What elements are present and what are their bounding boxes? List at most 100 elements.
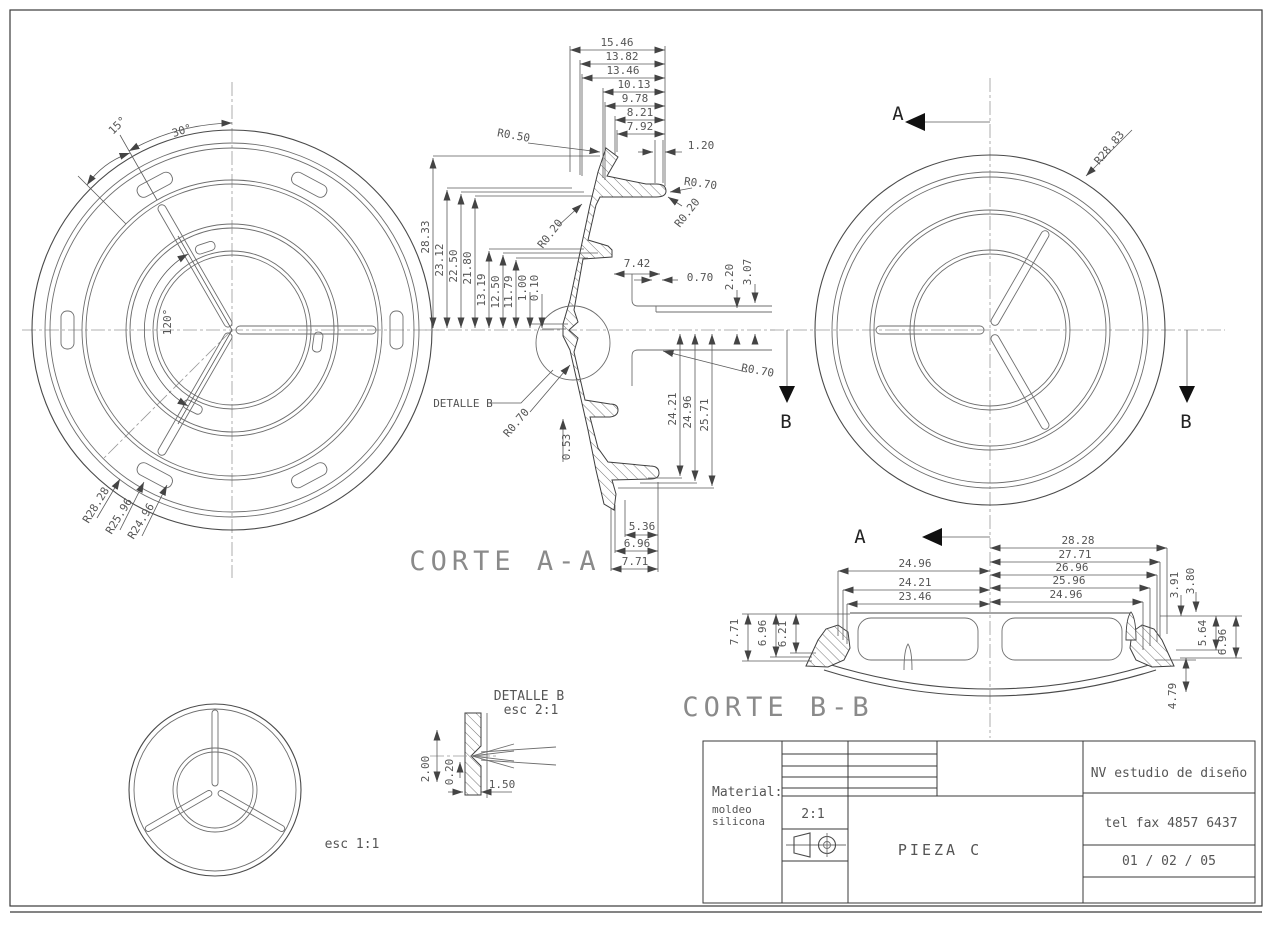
angle-dim-15: 15° xyxy=(106,114,129,137)
dim-label: 0.10 xyxy=(528,275,541,302)
detalle-b-view: DETALLE B esc 2:1 2.00 0.20 1.50 xyxy=(419,689,564,798)
dim-label: 24.96 xyxy=(1049,588,1082,601)
section-label-b: B xyxy=(780,411,791,433)
dim-label: 3.07 xyxy=(741,259,754,286)
radius-dim: R0.70 xyxy=(501,406,532,440)
section-plane-a: A A xyxy=(854,103,990,548)
contact-info: tel fax 4857 6437 xyxy=(1104,816,1237,831)
dim-label: 28.28 xyxy=(1061,534,1094,547)
dim-label: 5.36 xyxy=(629,520,656,533)
front-view-radius-dims: R28.28 R25.96 R24.96 xyxy=(80,478,168,541)
radius-dim: R28.28 xyxy=(80,485,112,526)
radius-dim: R0.20 xyxy=(535,217,566,251)
corte-aa-hub-lines xyxy=(631,274,772,386)
section-label-a: A xyxy=(892,103,904,125)
dim-label: 0.53 xyxy=(560,434,573,461)
dim-label: 6.21 xyxy=(776,621,789,648)
corte-aa-title: CORTE A-A xyxy=(409,546,600,577)
front-view-inner-slots xyxy=(182,240,324,415)
small-view-scale: esc 1:1 xyxy=(325,837,380,852)
corte-bb-left-vert-dims: 7.71 6.96 6.21 xyxy=(728,613,850,662)
corte-bb-left-top-dims: 24.96 24.21 23.46 xyxy=(837,557,990,644)
dim-label: 7.71 xyxy=(622,555,649,568)
corte-bb-right-top-dims: 28.28 27.71 26.96 25.96 24.96 3.91 3.80 xyxy=(990,534,1200,650)
corte-bb-left-lump xyxy=(805,624,851,668)
top-view: R28.83 A A B B xyxy=(770,78,1225,548)
section-arrow-b-left xyxy=(779,386,795,403)
angle-dim-30: 30° xyxy=(170,121,193,140)
corte-bb-rib xyxy=(1125,611,1137,641)
dim-label: 2.00 xyxy=(419,756,432,783)
dim-label: 25.96 xyxy=(1052,574,1085,587)
front-view: 15° 30° 120° R28.28 R25.96 R24.96 xyxy=(22,82,442,578)
dim-label: 1.50 xyxy=(489,778,516,791)
section-plane-b: B B xyxy=(779,330,1195,433)
corte-aa-profile xyxy=(562,147,667,511)
dim-label: 5.64 xyxy=(1196,619,1209,646)
scale-value: 2:1 xyxy=(801,807,824,822)
dim-label: 23.12 xyxy=(433,243,446,276)
material-value-line2: silicona xyxy=(712,815,765,828)
dim-label: 7.71 xyxy=(728,619,741,646)
dim-label: 7.92 xyxy=(627,120,654,133)
detalle-b-fan-lines xyxy=(471,743,557,769)
dim-label: 6.96 xyxy=(624,537,651,550)
dim-label: 25.71 xyxy=(698,398,711,431)
angle-dim-120: 120° xyxy=(161,309,174,336)
section-arrow-a-bottom xyxy=(922,528,942,546)
dim-label: 24.96 xyxy=(681,395,694,428)
corte-aa-top-dims: 15.46 13.82 13.46 10.13 9.78 8.21 7.92 1… xyxy=(569,36,715,186)
radius-dim: R28.83 xyxy=(1092,128,1128,167)
dim-label: 6.96 xyxy=(1216,629,1229,656)
detalle-b-title: DETALLE B xyxy=(494,689,565,704)
sheet-frame xyxy=(9,9,1263,913)
corte-aa-left-dims: 28.33 23.12 22.50 21.80 13.19 12.50 11.7… xyxy=(419,155,600,330)
dim-label: 23.46 xyxy=(898,590,931,603)
radius-dim: R0.70 xyxy=(740,361,775,380)
detalle-b-dims: 2.00 0.20 1.50 xyxy=(419,730,516,796)
small-view-rings xyxy=(128,703,302,877)
front-view-outer-slots xyxy=(60,171,404,489)
dim-label: 2.20 xyxy=(723,264,736,291)
small-view: esc 1:1 xyxy=(128,703,380,877)
dim-label: 15.46 xyxy=(600,36,633,49)
top-view-spokes xyxy=(875,230,1050,430)
corte-bb-geometry xyxy=(805,611,1175,697)
projection-symbol-icon xyxy=(786,832,846,858)
corte-bb-right-vert-dims: 5.64 6.96 4.79 xyxy=(1155,615,1242,710)
dim-label: 4.79 xyxy=(1166,683,1179,710)
detalle-b-wall xyxy=(464,712,482,796)
dim-label: 13.46 xyxy=(606,64,639,77)
detail-b-callout: DETALLE B xyxy=(433,397,493,410)
date-value: 01 / 02 / 05 xyxy=(1122,854,1216,869)
material-label: Material: xyxy=(712,785,782,800)
dim-label: 8.21 xyxy=(627,106,654,119)
dim-label: 10.13 xyxy=(617,78,650,91)
corte-aa-view: DETALLE B 15.46 13.82 13.46 10.13 9.78 8… xyxy=(409,36,775,577)
corte-aa-lower-dims: R0.70 0.53 24.21 24.96 25.71 5.36 6.96 7… xyxy=(501,334,716,573)
radius-dim: R0.20 xyxy=(672,196,703,230)
dim-label: 24.21 xyxy=(666,392,679,425)
material-value-line1: moldeo xyxy=(712,803,752,816)
part-name: PIEZA C xyxy=(898,841,982,859)
dim-label: 26.96 xyxy=(1055,561,1088,574)
dim-label: 3.91 xyxy=(1168,572,1181,599)
dim-label: 12.50 xyxy=(489,275,502,308)
radius-leader xyxy=(1085,129,1133,177)
dim-label: 9.78 xyxy=(622,92,649,105)
corte-bb-title: CORTE B-B xyxy=(682,692,873,723)
dim-label: 13.82 xyxy=(605,50,638,63)
title-block: Material: moldeo silicona 2:1 PIEZA C NV… xyxy=(702,740,1256,904)
detalle-b-scale: esc 2:1 xyxy=(504,703,559,718)
radius-dim: R0.70 xyxy=(683,175,718,192)
dim-label: 1.20 xyxy=(688,139,715,152)
dim-label: 24.21 xyxy=(898,576,931,589)
dim-label: 3.80 xyxy=(1184,568,1197,595)
dim-label: 0.20 xyxy=(443,759,456,786)
dim-label: 6.96 xyxy=(756,620,769,647)
dim-label: 21.80 xyxy=(461,251,474,284)
section-label-a: A xyxy=(854,526,866,548)
top-view-rings xyxy=(814,154,1166,506)
section-arrow-b-right xyxy=(1179,386,1195,403)
